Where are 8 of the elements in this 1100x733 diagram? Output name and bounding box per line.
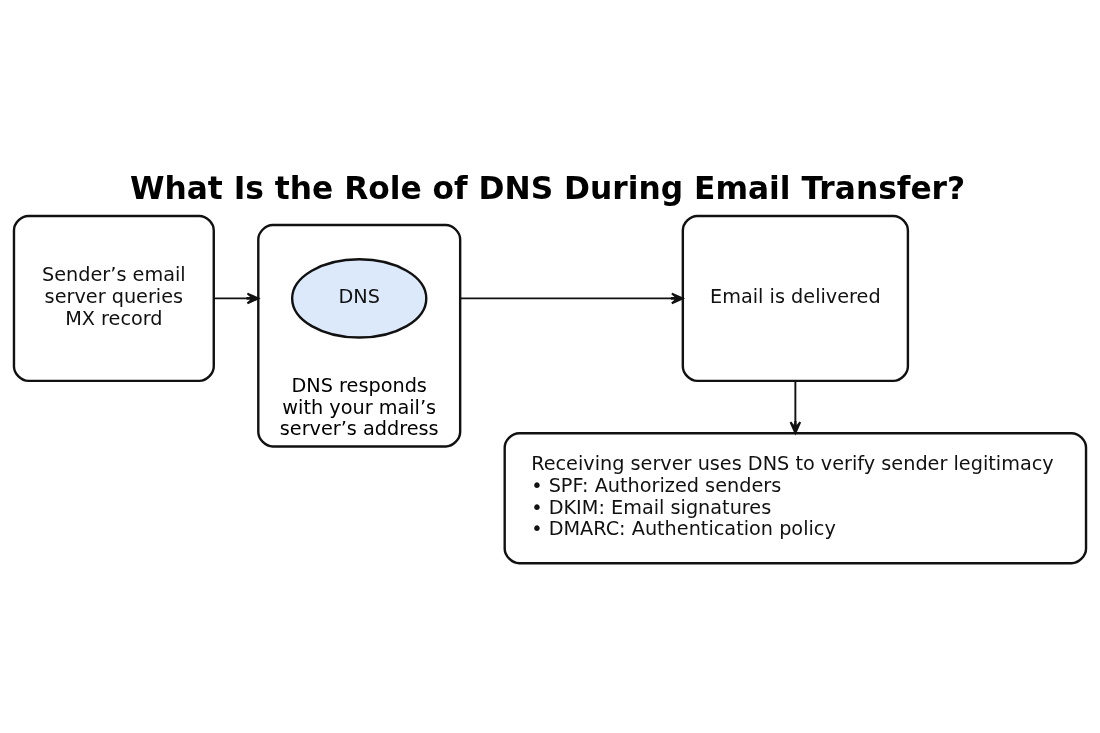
arrow <box>789 379 802 434</box>
node-box: Receiving server uses DNS to verify sender legitimacy • SPF: Authorized senders • DKIM: Email signatures • DMARC: Authentication policy <box>503 431 1088 564</box>
diagram-title: What Is the Role of DNS During Email Transfer? <box>129 169 966 206</box>
arrow <box>212 292 260 304</box>
node-box: Email is delivered <box>681 214 910 382</box>
node-box: Sender’s email server queries MX record <box>12 214 215 382</box>
arrow <box>459 292 684 304</box>
node-ellipse: DNS <box>290 257 428 339</box>
